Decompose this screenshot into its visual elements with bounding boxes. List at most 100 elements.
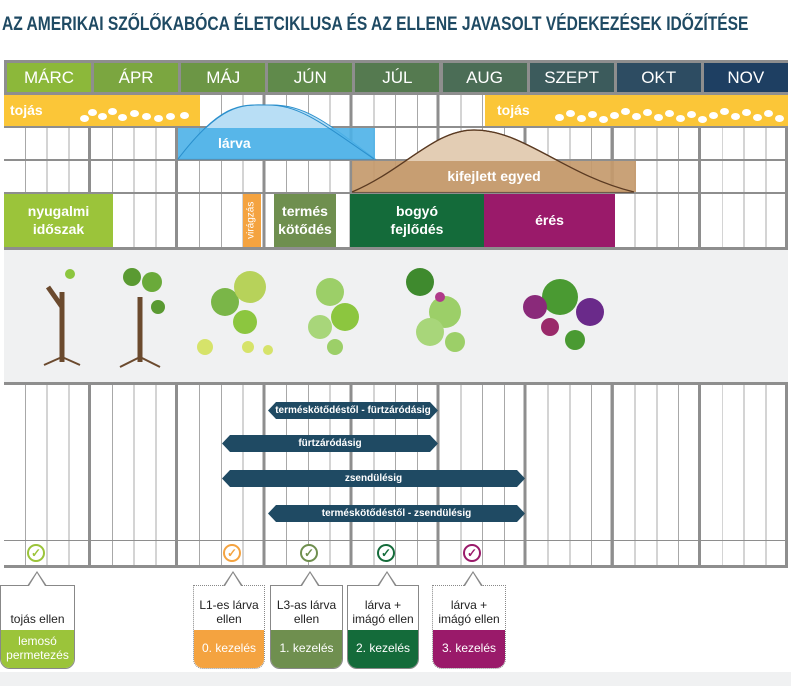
treatment-label: 3. kezelés xyxy=(433,630,505,668)
egg-dot xyxy=(130,110,139,117)
ripening-bar: érés xyxy=(484,194,615,247)
larva-curve-line xyxy=(178,104,375,160)
treatment-target: tojás ellen xyxy=(10,612,65,627)
egg-bar-autumn: tojás xyxy=(485,95,788,126)
check-icon: ✓ xyxy=(27,544,45,562)
treatment-callout: lárva + imágó ellen 3. kezelés xyxy=(432,571,506,669)
check-icon: ✓ xyxy=(223,544,241,562)
egg-dot xyxy=(98,113,107,120)
egg-dot xyxy=(742,109,751,116)
callout-pointer xyxy=(377,571,397,586)
dormancy-label: nyugalmi időszak xyxy=(27,203,90,237)
berry-vine-icon xyxy=(406,268,465,352)
egg-dot xyxy=(555,114,564,121)
month-4: JÚL xyxy=(355,63,440,92)
larva-bar: lárva xyxy=(178,128,375,159)
egg-dot xyxy=(588,111,597,118)
month-3: JÚN xyxy=(268,63,353,92)
period-arrow-until-bunchclose: fürtzáródásig xyxy=(222,435,438,452)
fruit-set-bar: termés kötődés xyxy=(274,194,336,247)
egg-dot xyxy=(643,109,652,116)
callout-pointer xyxy=(300,571,320,586)
period-arrow-fruitset-to-veraison: terméskötődéstől - zsendülésig xyxy=(268,505,525,522)
egg-dot xyxy=(621,108,630,115)
month-1: ÁPR xyxy=(94,63,179,92)
month-5: AUG xyxy=(442,63,527,92)
egg-dot xyxy=(775,115,784,122)
check-icon: ✓ xyxy=(300,544,318,562)
treatment-label: 1. kezelés xyxy=(271,630,342,668)
callout-pointer xyxy=(223,571,243,586)
ripe-grape-icon xyxy=(523,279,604,350)
egg-dot xyxy=(610,112,619,119)
larva-label: lárva xyxy=(218,134,251,151)
month-0: MÁRC xyxy=(7,63,91,92)
treatment-callout: lárva + imágó ellen 2. kezelés xyxy=(347,571,419,669)
flowering-vine-icon xyxy=(197,271,273,355)
egg-dot xyxy=(80,115,89,122)
flowering-label: virágzás xyxy=(245,201,257,240)
egg-dot xyxy=(676,115,685,122)
page-title: AZ AMERIKAI SZŐLŐKABÓCA ÉLETCIKLUSA ÉS A… xyxy=(2,14,749,35)
treatment-callout: tojás ellen lemosó permetezés xyxy=(0,571,75,669)
adult-bar: kifejlett egyed xyxy=(352,161,636,192)
grapevine-stages xyxy=(43,268,604,368)
treatment-target: L3-as lárva ellen xyxy=(276,598,337,627)
egg-dot xyxy=(731,113,740,120)
check-icon: ✓ xyxy=(463,544,481,562)
treatment-callout: L1-es lárva ellen 0. kezelés xyxy=(193,571,265,669)
egg-label: tojás xyxy=(497,101,530,118)
egg-dot xyxy=(142,113,151,120)
egg-dot xyxy=(166,113,175,120)
egg-dot xyxy=(709,112,718,119)
berry-label: bogyó fejlődés xyxy=(390,203,444,237)
check-row xyxy=(4,541,788,565)
period-arrow-until-veraison: zsendülésig xyxy=(222,470,525,487)
egg-dot xyxy=(577,115,586,122)
treatment-target: L1-es lárva ellen xyxy=(199,598,259,627)
treatment-target: lárva + imágó ellen xyxy=(352,598,414,627)
berry-development-bar: bogyó fejlődés xyxy=(350,194,484,247)
fruit-set-vine-icon xyxy=(308,278,359,355)
egg-dot xyxy=(764,110,773,117)
adult-label: kifejlett egyed xyxy=(447,167,541,184)
egg-dot xyxy=(753,114,762,121)
egg-bar-spring: tojás xyxy=(4,95,200,126)
treatment-target: lárva + imágó ellen xyxy=(438,598,500,627)
adult-curve-line xyxy=(352,129,635,193)
egg-dot xyxy=(118,114,127,121)
egg-dot xyxy=(687,111,696,118)
egg-dot xyxy=(154,115,163,122)
egg-dot xyxy=(632,113,641,120)
month-8: NOV xyxy=(703,63,788,92)
larva-row xyxy=(4,128,788,159)
egg-dot xyxy=(108,108,117,115)
treatment-label: 0. kezelés xyxy=(194,630,264,668)
check-icon: ✓ xyxy=(377,544,395,562)
treatment-label: 2. kezelés xyxy=(348,630,418,668)
treatment-label: lemosó permetezés xyxy=(1,630,74,668)
egg-label: tojás xyxy=(10,101,43,118)
egg-dot xyxy=(665,110,674,117)
treatment-callout: L3-as lárva ellen 1. kezelés xyxy=(270,571,343,669)
budding-vine-icon xyxy=(119,268,165,368)
egg-dot xyxy=(698,116,707,123)
footer-band xyxy=(0,672,791,686)
month-6: SZEPT xyxy=(529,63,614,92)
egg-dot xyxy=(566,110,575,117)
period-arrow-fruitset-to-bunchclose: terméskötődéstől - fürtzáródásig xyxy=(268,402,438,419)
dormancy-bar: nyugalmi időszak xyxy=(4,194,113,247)
egg-dot xyxy=(720,108,729,115)
callout-pointer xyxy=(27,571,47,586)
dormant-vine-icon xyxy=(43,269,81,366)
month-2: MÁJ xyxy=(181,63,266,92)
ripening-label: érés xyxy=(535,211,564,228)
egg-dot xyxy=(88,109,97,116)
callout-pointer xyxy=(463,571,483,586)
egg-dot xyxy=(180,112,189,119)
egg-dot xyxy=(599,116,608,123)
flowering-bar: virágzás xyxy=(243,194,261,247)
egg-dot xyxy=(654,114,663,121)
fruit-set-label: termés kötődés xyxy=(278,203,332,237)
month-7: OKT xyxy=(616,63,701,92)
